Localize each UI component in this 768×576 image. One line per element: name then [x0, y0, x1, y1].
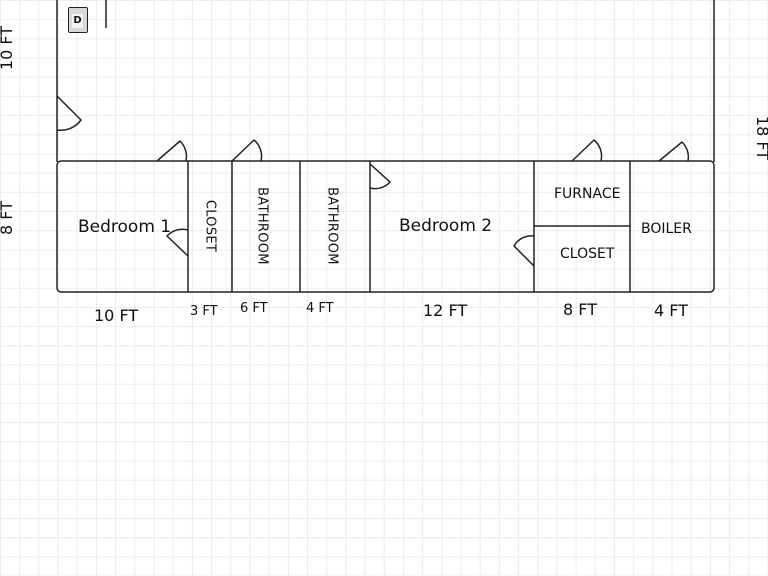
appliance-label: D	[72, 14, 83, 28]
room-label-bedroom-1: Bedroom 1	[78, 217, 172, 237]
rooms-outline	[56, 160, 715, 293]
door-boiler	[658, 141, 690, 162]
dimension-bathroom-1: 6 FT	[240, 301, 268, 316]
door-bathroom1	[231, 139, 263, 162]
door-bathroom2	[369, 163, 391, 190]
door-bedroom2-closet	[513, 235, 535, 267]
dimension-bathroom-2: 4 FT	[306, 301, 334, 316]
door-furnace	[571, 139, 603, 162]
dimension-bedroom-2: 12 FT	[423, 301, 468, 320]
dimension-right: 18 FT	[753, 115, 768, 161]
dryer-icon: D	[68, 7, 88, 33]
room-label-closet-1: CLOSET	[202, 199, 218, 253]
dimension-left-lower: 8 FT	[0, 201, 16, 235]
room-label-furnace: FURNACE	[554, 186, 621, 202]
room-label-boiler: BOILER	[641, 221, 692, 237]
room-label-bathroom-1: BATHROOM	[254, 187, 270, 265]
dimension-left-upper: 10 FT	[0, 25, 16, 71]
room-label-closet-2: CLOSET	[560, 246, 615, 262]
dimension-closet-1: 3 FT	[190, 304, 218, 319]
room-label-bedroom-2: Bedroom 2	[399, 216, 493, 236]
door-main-left	[56, 95, 82, 132]
dimension-bedroom-1: 10 FT	[94, 306, 139, 325]
door-bedroom1	[156, 140, 188, 162]
dimension-furnace-closet: 8 FT	[563, 300, 597, 319]
door-bedroom1-closet	[166, 228, 189, 257]
room-label-bathroom-2: BATHROOM	[324, 187, 340, 265]
dimension-boiler: 4 FT	[654, 301, 688, 320]
